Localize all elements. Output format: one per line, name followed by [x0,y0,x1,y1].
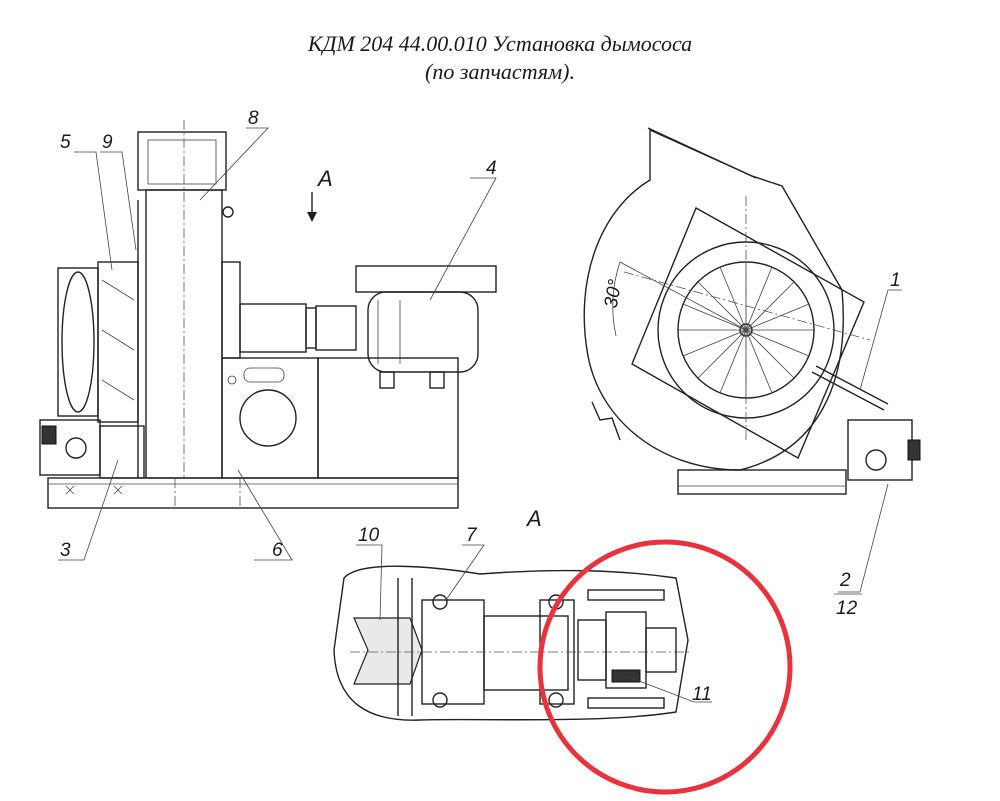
part-label-5: 5 [60,132,71,153]
part-label-3: 3 [60,540,71,561]
shaft-housing [483,615,569,691]
bearing-housing [239,303,307,353]
support-6 [221,357,319,479]
part-label-8: 8 [248,108,259,129]
drawing-title-line-1: КДМ 204 44.00.010 Установка дымососа [307,31,693,56]
part-label-6: 6 [272,540,283,561]
bracket-3 [99,425,145,479]
section-outline [333,565,689,721]
part-label-9: 9 [102,132,113,153]
front-base [677,469,847,495]
part-label-2: 2 [839,570,851,591]
part-label-11: 11 [692,684,712,705]
volute-casing [583,128,844,471]
motor-4 [367,291,479,373]
motor-frame [317,357,459,479]
section-a-view: A 10 7 11 [333,506,712,721]
motor-cover [355,265,497,293]
part-label-12: 12 [836,598,858,619]
side-view: A 5 9 8 4 3 6 [39,108,497,561]
inlet-flange [97,261,139,423]
section-label: A [525,506,542,531]
highlight-circle [537,539,793,795]
part-label-4: 4 [486,158,497,179]
base-frame [47,477,459,509]
part-label-1: 1 [890,270,901,291]
drawing-title-line-2: (по запчастям). [425,59,575,84]
front-view: 30° 1 2 12 [583,127,921,619]
inlet-damper [57,267,99,417]
view-direction-label: A [316,166,333,191]
outlet-flange-8 [137,131,227,191]
part-label-7: 7 [466,525,478,546]
angle-label: 30° [601,277,627,309]
coupling [315,305,357,351]
impeller-hub-10 [353,617,423,685]
inlet-box [631,207,865,459]
actuator-2 [847,419,913,481]
part-label-10: 10 [358,525,380,546]
